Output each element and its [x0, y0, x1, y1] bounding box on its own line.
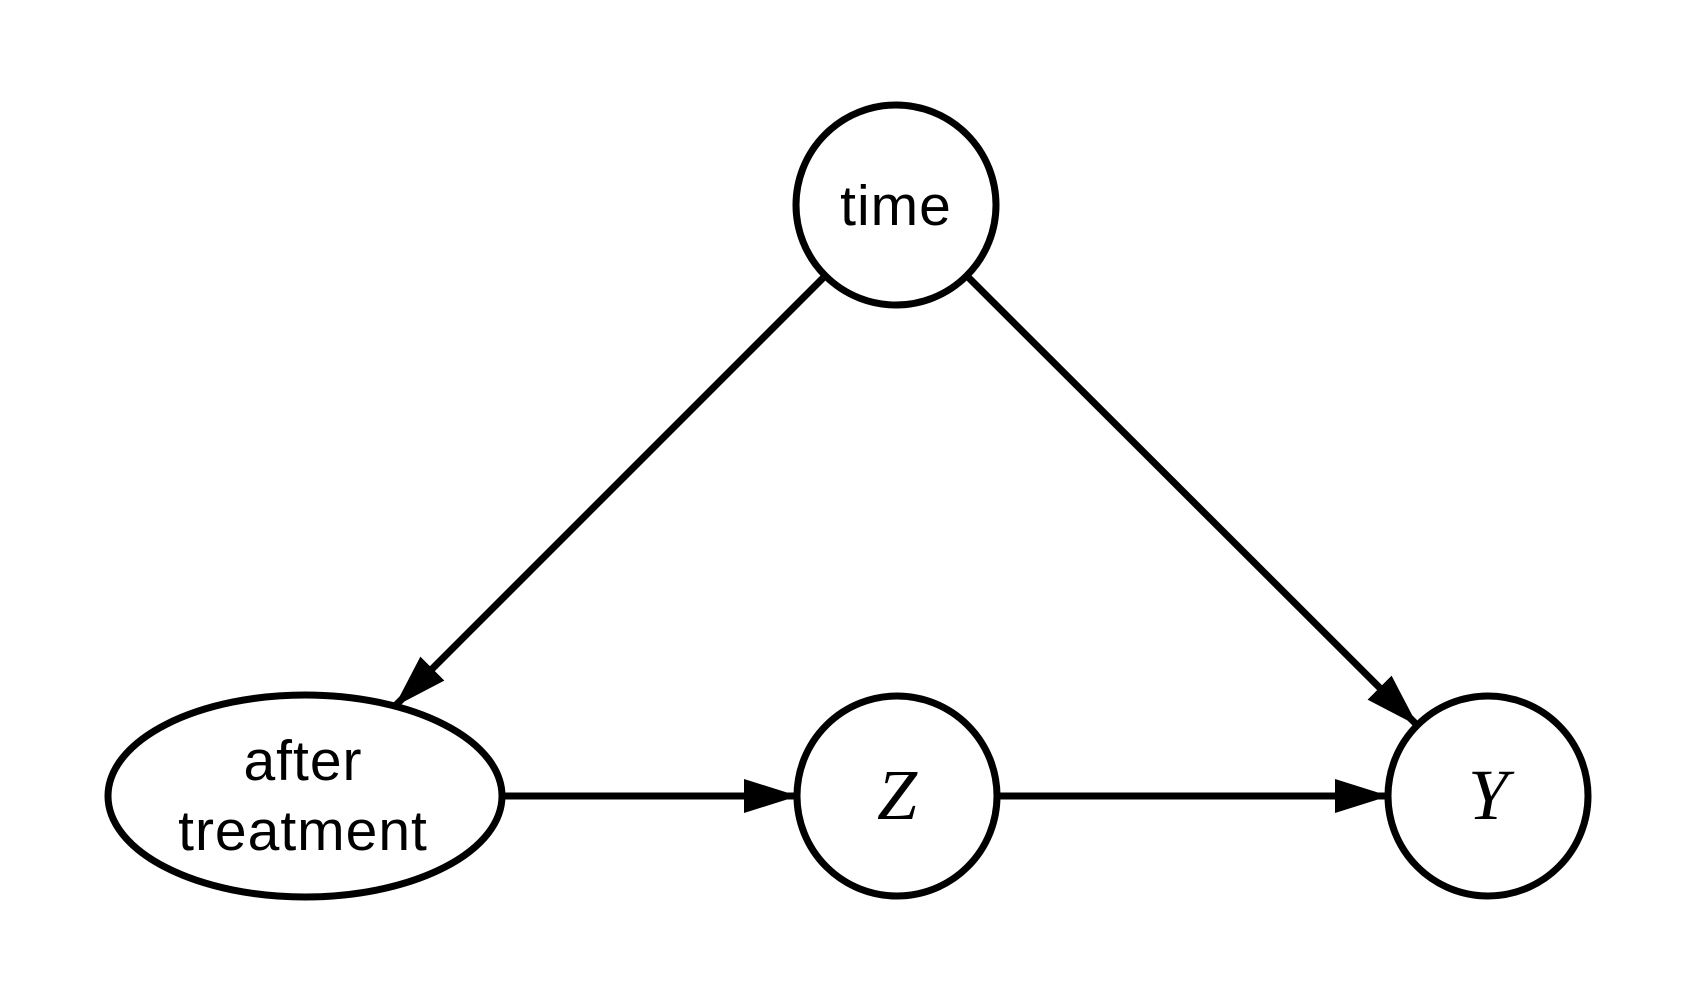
node-time-label: time — [840, 174, 952, 238]
node-z-label: Z — [877, 755, 918, 835]
node-after-treatment-label-line1: after — [243, 729, 362, 793]
node-z — [793, 692, 1001, 900]
node-after-treatment-label-line2: treatment — [178, 799, 428, 863]
node-y-label: Y — [1468, 755, 1515, 835]
edge-time-to-after-treatment — [392, 273, 828, 709]
node-after-treatment — [104, 691, 506, 901]
node-time — [792, 101, 1000, 309]
node-y — [1384, 692, 1592, 900]
edge-time-to-y — [964, 273, 1420, 728]
